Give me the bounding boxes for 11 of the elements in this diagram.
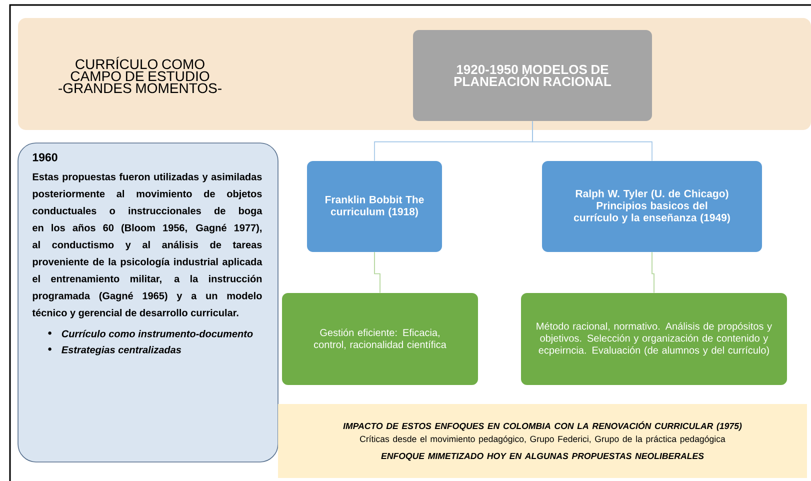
connector-line [374,252,380,294]
title: CURRÍCULO COMO CAMPO DE ESTUDIO -GRANDES MOMENTOS- [58,56,222,94]
connector-line [652,252,654,294]
heading-box: 1920-1950 MODELOS DE PLANEACIÓN RACIONAL [413,30,652,121]
author-box: Ralph W. Tyler (U. de Chicago) Principios basicos del currículo y la enseñanza (1949) [542,161,762,252]
note-box: IMPACTO DE ESTOS ENFOQUES EN COLOMBIA CON LA RENOVACIÓN CURRICULAR (1975) Críticas desde el movimiento pedagógico, Grupo Federici, Grupo de la práctica pedagógica ENFOQUE MIMETIZADO HOY EN ALGUNAS PROPUESTAS NEOLIBERALES [278,404,807,478]
description-box: Gestión eficiente: Eficacia, control, racionalidad científica [282,292,478,385]
author-box: Franklin Bobbit The curriculum (1918) [307,161,442,252]
text-card: 1960 Estas propuestas fueron utilizadas y asimiladas posteriormente al movimiento de objetos conductuales o instruccionales de boga en los años 60 (Bloom 1956, Gagné 1977), al conductismo y al análisis de tareas proveniente de la psicología industrial aplicada el entrenamiento militar, a la instrucción programada (Gagné 1965) y a un modelo técnico y gerencial de desarrollo curricular. Currículo como instrumento-documento Estrategias centralizadas [18,142,278,462]
description-box: Método racional, normativo. Análisis de propósitos y objetivos. Selección y organización de contenido y ecpeirncia. Evaluación (de alumnos y del currículo) [521,292,787,385]
connector-line [532,120,652,162]
